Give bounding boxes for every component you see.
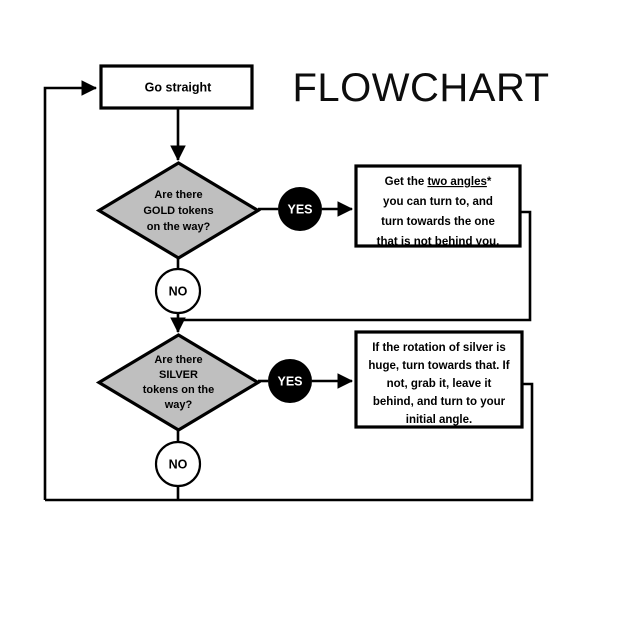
connector-loopback-to-start [43, 80, 98, 500]
node-gold-action-underlined: two angles [427, 176, 486, 188]
node-silver-action-box[interactable] [354, 330, 524, 429]
node-silver-decision-line-1: Are there [154, 354, 202, 366]
node-gold-action-box[interactable] [354, 164, 522, 248]
node-gold-action-prefix: Get the [385, 176, 428, 188]
node-gold-action-line-1: Get the two angles* [385, 176, 492, 188]
node-gold-decision-diamond[interactable] [95, 161, 262, 260]
node-gold-action-line-3: turn towards the one [381, 216, 495, 228]
node-go-straight-box[interactable] [99, 64, 254, 110]
node-gold-action-line-2: you can turn to, and [383, 196, 493, 208]
node-gold-action-line-4: that is not behind you. [377, 236, 500, 248]
badge-silver-no[interactable] [154, 440, 202, 488]
node-silver-decision-line-3: tokens on the [143, 384, 215, 396]
badge-silver-yes[interactable] [268, 359, 312, 403]
node-silver-action-line-5: initial angle. [406, 414, 472, 426]
node-silver-action-line-2: huge, turn towards that. If [368, 360, 509, 372]
node-gold-action-asterisk: * [487, 176, 492, 188]
node-gold-decision-line-1: Are there [154, 189, 202, 201]
badge-silver-no-label: NO [169, 457, 188, 471]
connector-gold-action-return [178, 210, 532, 322]
page-title: FLOWCHART [292, 66, 549, 110]
node-silver-decision-line-2: SILVER [159, 369, 198, 381]
connector-silver-action-return [45, 382, 534, 502]
node-gold-decision-line-3: on the way? [147, 221, 211, 233]
badge-gold-no-label: NO [169, 284, 188, 298]
node-silver-decision-diamond[interactable] [95, 333, 262, 432]
badge-gold-yes-label: YES [287, 202, 312, 216]
badge-silver-yes-label: YES [277, 374, 302, 388]
node-silver-action-line-1: If the rotation of silver is [372, 342, 506, 354]
node-silver-action-line-4: behind, and turn to your [373, 396, 506, 408]
node-go-straight-label: Go straight [145, 80, 213, 94]
badge-gold-no[interactable] [154, 267, 202, 315]
node-silver-action-line-3: not, grab it, leave it [387, 378, 492, 390]
node-gold-decision-line-2: GOLD tokens [143, 205, 213, 217]
node-silver-decision-line-4: way? [164, 399, 193, 411]
badge-gold-yes[interactable] [278, 187, 322, 231]
